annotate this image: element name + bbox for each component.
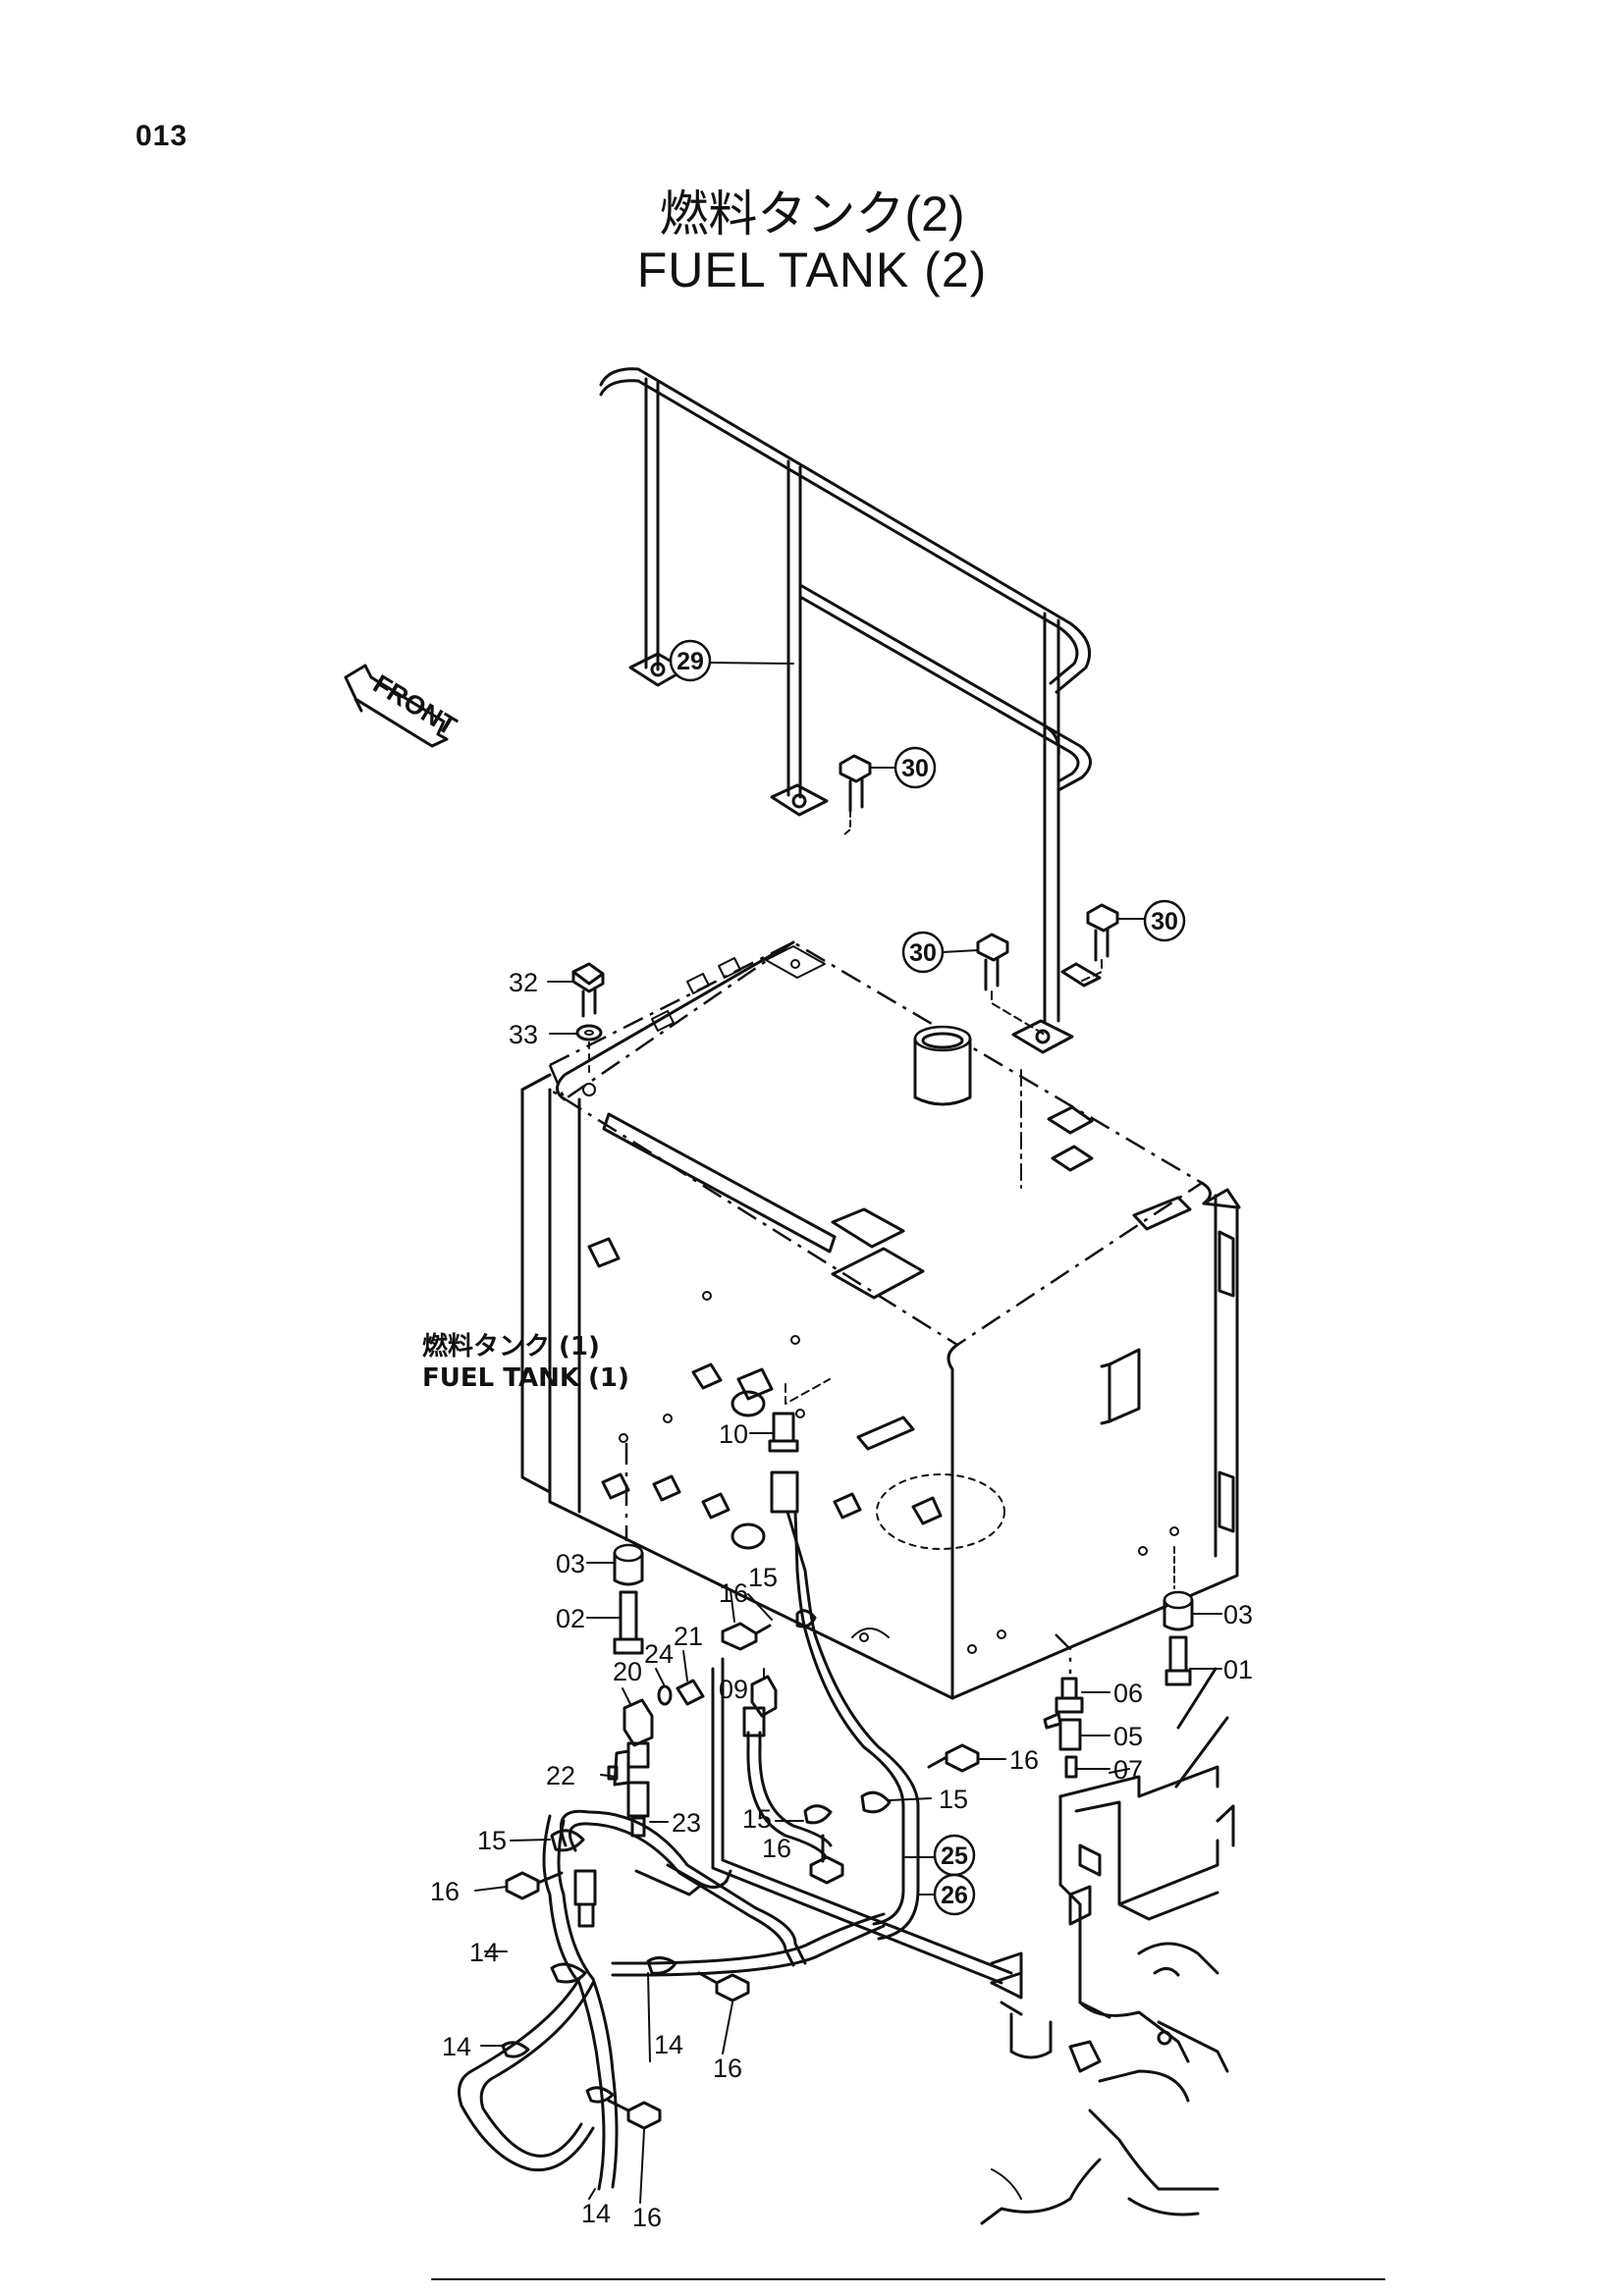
label-16-c: 16 xyxy=(713,2054,742,2083)
front-label: FRONT xyxy=(368,668,462,741)
label-06: 06 xyxy=(1113,1679,1143,1708)
label-22: 22 xyxy=(546,1761,575,1790)
label-16-d: 16 xyxy=(632,2203,662,2232)
ref-en: FUEL TANK (1) xyxy=(422,1363,629,1393)
machine-frame xyxy=(980,1667,1235,2225)
label-15-a: 15 xyxy=(748,1563,778,1592)
svg-text:29: 29 xyxy=(677,648,704,675)
leader-lines xyxy=(510,1593,1130,2204)
label-24: 24 xyxy=(644,1639,674,1669)
fuel-tank xyxy=(520,940,1241,1700)
label-16-f: 16 xyxy=(1009,1745,1039,1775)
bolt-32 xyxy=(547,962,605,1079)
bolt-30a xyxy=(839,754,898,835)
front-arrow-icon: FRONT xyxy=(344,664,462,748)
page-number: 013 xyxy=(135,120,189,152)
svg-text:26: 26 xyxy=(941,1882,968,1909)
label-09: 09 xyxy=(719,1675,748,1704)
label-05: 05 xyxy=(1113,1722,1143,1751)
mount-right xyxy=(1163,1546,1222,1686)
label-16-a: 16 xyxy=(719,1578,748,1608)
label-33: 33 xyxy=(509,1020,538,1049)
svg-text:30: 30 xyxy=(1151,908,1178,935)
callout-26: 26 xyxy=(918,1873,976,1916)
label-15-d: 15 xyxy=(939,1785,968,1814)
label-20: 20 xyxy=(613,1657,642,1686)
bolt-30c xyxy=(1079,903,1146,983)
label-01: 01 xyxy=(1223,1655,1253,1684)
label-10: 10 xyxy=(719,1419,748,1449)
title-english: FUEL TANK (2) xyxy=(636,242,988,297)
label-15-c: 15 xyxy=(742,1804,772,1834)
callout-30b: 30 xyxy=(901,931,945,974)
label-32: 32 xyxy=(509,968,538,997)
callout-30c: 30 xyxy=(1143,899,1186,942)
label-14-a: 14 xyxy=(469,1938,499,1967)
hose-25 xyxy=(770,1470,920,1941)
mount-left xyxy=(586,1443,644,1655)
label-16-b: 16 xyxy=(430,1877,460,1906)
valve-group xyxy=(600,1668,778,1838)
label-14-c: 14 xyxy=(654,2030,683,2059)
svg-text:25: 25 xyxy=(941,1842,968,1870)
label-23: 23 xyxy=(672,1808,701,1838)
label-14-d: 14 xyxy=(581,2199,611,2228)
label-16-e: 16 xyxy=(762,1834,791,1863)
svg-text:30: 30 xyxy=(901,755,929,782)
label-02: 02 xyxy=(556,1604,585,1633)
callout-30a: 30 xyxy=(893,746,937,789)
label-14-b: 14 xyxy=(442,2032,471,2061)
bolt-30b xyxy=(942,933,1046,1036)
fitting-10 xyxy=(749,1378,831,1453)
clamps xyxy=(474,1589,1006,2130)
svg-text:30: 30 xyxy=(909,939,937,967)
title-japanese: 燃料タンク(2) xyxy=(659,187,965,241)
callout-29: 29 xyxy=(669,639,794,682)
label-21: 21 xyxy=(674,1622,703,1651)
ref-jp: 燃料タンク (1) xyxy=(422,1332,600,1362)
lower-lines xyxy=(458,1657,1013,2191)
label-03-left: 03 xyxy=(556,1549,585,1578)
callout-25: 25 xyxy=(904,1834,976,1877)
label-15-b: 15 xyxy=(477,1826,507,1855)
handrail xyxy=(599,367,1102,1054)
label-03-right: 03 xyxy=(1223,1600,1253,1629)
drain-valve xyxy=(1043,1633,1110,1779)
